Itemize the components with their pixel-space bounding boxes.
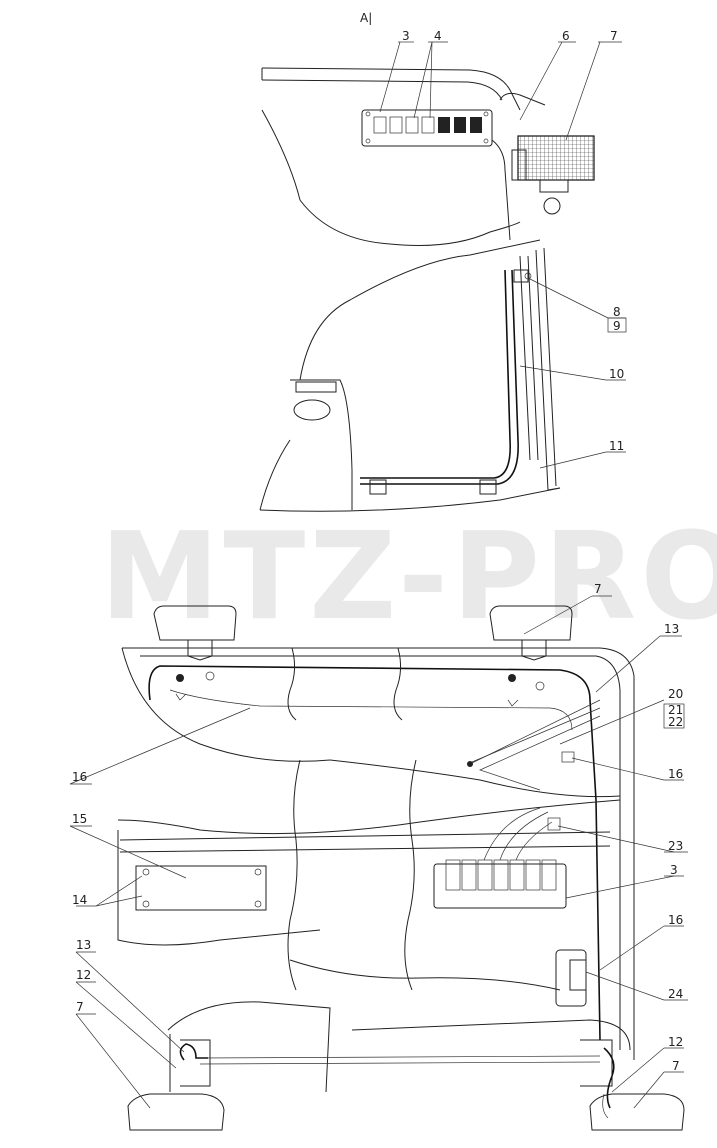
callout-3: 3 xyxy=(402,29,410,43)
callout-14: 14 xyxy=(72,893,87,907)
callout-13: 13 xyxy=(76,938,91,952)
bottom-view xyxy=(117,605,685,1131)
callout-16: 16 xyxy=(72,770,87,784)
callout-7: 7 xyxy=(672,1059,680,1073)
front-lamp-left xyxy=(153,605,237,641)
callout-12: 12 xyxy=(668,1035,683,1049)
callout-9: 9 xyxy=(613,319,621,333)
callout-16: 16 xyxy=(668,913,683,927)
callout-21: 21 xyxy=(668,703,683,717)
front-lamp-right xyxy=(489,605,573,641)
top-view xyxy=(259,67,595,512)
callout-15: 15 xyxy=(72,812,87,826)
callout-10: 10 xyxy=(609,367,624,381)
callout-12: 12 xyxy=(76,968,91,982)
bottom-callout-labels: 7 13 20 21 22 16 16 15 14 23 3 16 24 13 … xyxy=(72,582,683,1073)
callout-8: 8 xyxy=(613,305,621,319)
callout-7: 7 xyxy=(76,1000,84,1014)
callout-22: 22 xyxy=(668,715,683,729)
watermark: MTZ-PRO xyxy=(100,508,717,647)
callout-7: 7 xyxy=(594,582,602,596)
switch-block xyxy=(433,863,567,909)
rear-lamp-right xyxy=(589,1093,685,1131)
work-lamp xyxy=(517,135,595,181)
callout-24: 24 xyxy=(668,987,683,1001)
callout-20: 20 xyxy=(668,687,683,701)
switch-panel xyxy=(361,109,493,147)
beacon-lamp xyxy=(555,949,587,1007)
top-callout-labels: 3 4 6 7 8 9 10 11 xyxy=(402,29,624,453)
callout-16: 16 xyxy=(668,767,683,781)
callout-13: 13 xyxy=(664,622,679,636)
callout-3: 3 xyxy=(670,863,678,877)
callout-11: 11 xyxy=(609,439,624,453)
rear-light-panel xyxy=(135,865,267,911)
callout-23: 23 xyxy=(668,839,683,853)
rear-lamp-left xyxy=(127,1093,225,1131)
callout-6: 6 xyxy=(562,29,570,43)
callout-4: 4 xyxy=(434,29,442,43)
top-leaders xyxy=(379,41,627,469)
callout-7: 7 xyxy=(610,29,618,43)
view-label: A| xyxy=(360,11,372,25)
bottom-leaders xyxy=(69,595,688,1109)
